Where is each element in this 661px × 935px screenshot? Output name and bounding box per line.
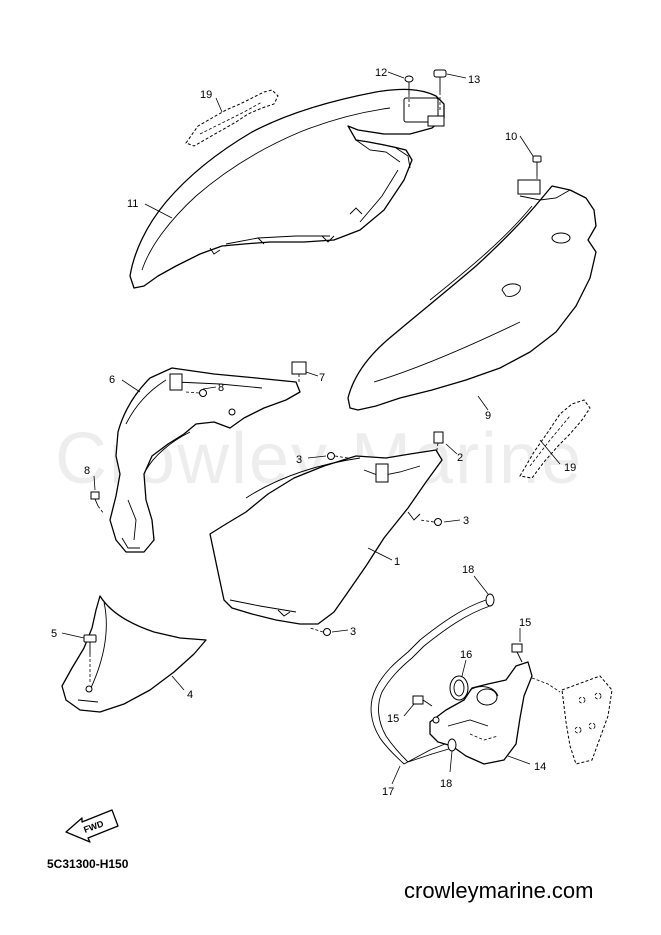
callout-15-lower: 15 bbox=[387, 713, 399, 725]
part-14-tank bbox=[429, 661, 533, 765]
callout-3-lower: 3 bbox=[350, 626, 356, 638]
part-19-emblem-lower bbox=[519, 399, 591, 479]
callout-15-upper: 15 bbox=[519, 617, 531, 629]
callout-19-lower: 19 bbox=[564, 462, 576, 474]
fwd-arrow: FWD bbox=[65, 809, 119, 843]
site-url[interactable]: crowleymarine.com bbox=[404, 878, 594, 903]
part-17-hose bbox=[370, 599, 491, 765]
part-3-screw-upper bbox=[327, 452, 349, 460]
leader-lines bbox=[61, 71, 561, 785]
callout-9: 9 bbox=[485, 410, 491, 422]
callout-10: 10 bbox=[505, 131, 517, 143]
drawing-code: 5C31300-H150 bbox=[47, 857, 129, 871]
callout-1: 1 bbox=[394, 556, 400, 568]
part-19-emblem-upper bbox=[185, 89, 279, 147]
part-18-clip-upper bbox=[485, 593, 495, 607]
callout-11: 11 bbox=[127, 198, 138, 210]
mounting-bracket-reference bbox=[531, 675, 613, 765]
part-1-side-cover bbox=[209, 449, 443, 625]
callout-12: 12 bbox=[375, 67, 387, 79]
part-3-screw-middle bbox=[419, 518, 442, 526]
part-8-screw-upper bbox=[185, 389, 207, 397]
part-16-cap bbox=[449, 675, 469, 701]
part-3-screw-lower bbox=[309, 627, 331, 636]
part-12-screw bbox=[404, 75, 414, 108]
callout-8-upper: 8 bbox=[218, 382, 224, 394]
callout-6: 6 bbox=[109, 374, 115, 386]
part-4-front-lower-cover bbox=[61, 595, 207, 713]
callout-3-middle: 3 bbox=[463, 515, 469, 527]
callout-17: 17 bbox=[382, 786, 394, 798]
part-7-clip bbox=[291, 361, 307, 384]
part-6-front-inner-cover bbox=[109, 367, 301, 553]
part-5-screw bbox=[83, 634, 97, 684]
callout-7: 7 bbox=[319, 372, 325, 384]
callout-18-lower: 18 bbox=[440, 778, 452, 790]
part-15-screw-lower bbox=[412, 695, 433, 707]
part-8-screw-lower bbox=[90, 491, 105, 515]
callout-3-upper: 3 bbox=[296, 454, 302, 466]
part-13-bolt bbox=[433, 69, 447, 110]
callout-5: 5 bbox=[51, 628, 57, 640]
callout-8-lower: 8 bbox=[84, 465, 90, 477]
callout-19-upper: 19 bbox=[200, 89, 212, 101]
part-18-clip-lower bbox=[447, 738, 457, 752]
callout-14: 14 bbox=[534, 761, 546, 773]
part-11-rear-cover bbox=[129, 88, 445, 289]
callout-2: 2 bbox=[457, 452, 463, 464]
part-15-screw-upper bbox=[511, 643, 523, 663]
callout-18-upper: 18 bbox=[462, 564, 474, 576]
callout-4: 4 bbox=[187, 689, 193, 701]
callout-16: 16 bbox=[460, 649, 472, 661]
callout-13: 13 bbox=[468, 74, 480, 86]
part-9-side-cover bbox=[347, 179, 597, 411]
callout-labels: 19 12 13 10 11 6 7 8 8 2 3 3 3 1 9 19 5 … bbox=[51, 67, 576, 798]
